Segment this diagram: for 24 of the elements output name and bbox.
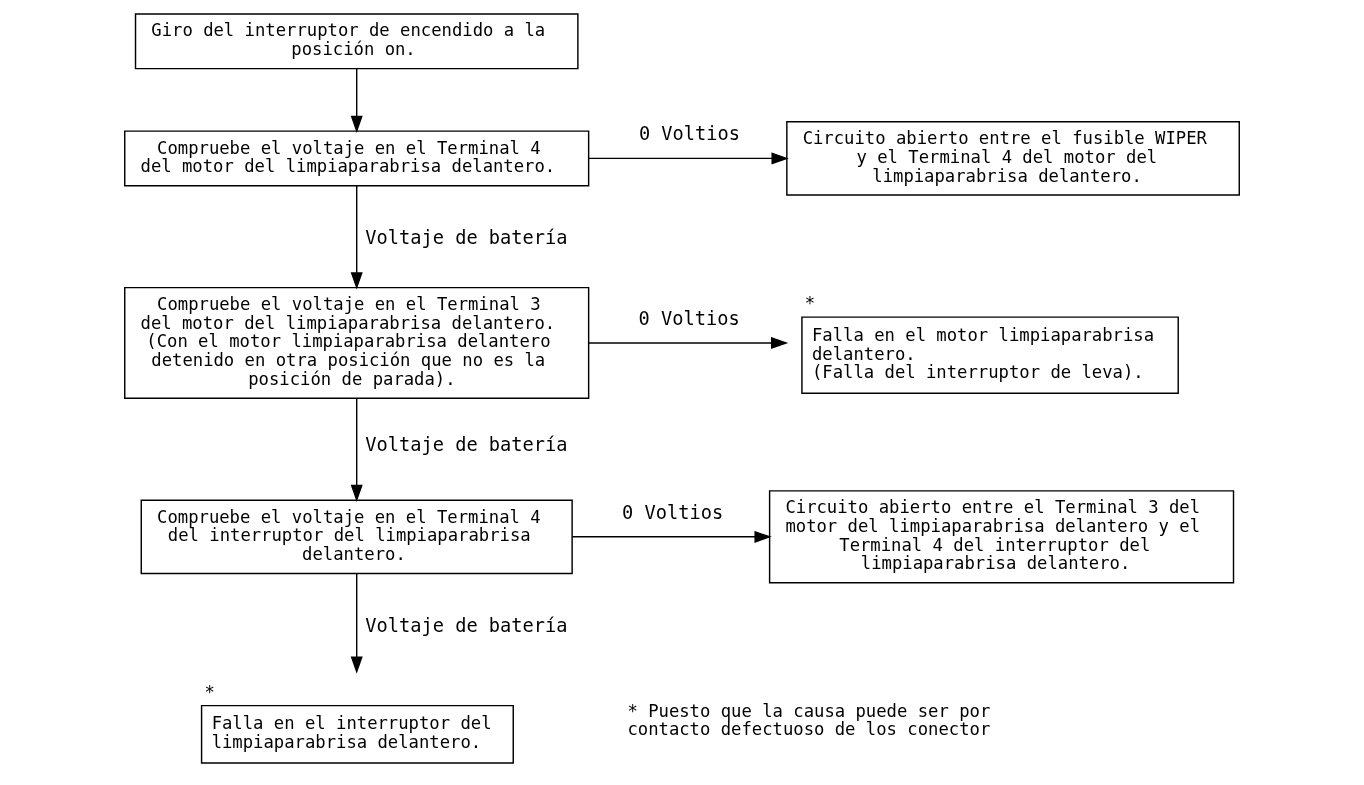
edge-label: 0 Voltios [638, 123, 741, 145]
arrow [350, 67, 363, 133]
edge-label: Voltaje de batería [365, 227, 568, 249]
node-box: Giro del interruptor de encendido a la posición on. [134, 13, 579, 70]
node-box: Compruebe el voltaje en el Terminal 3 del motor del limpiaparabrisa delantero. (Con el motor limpiaparabrisa delantero detenido en otra posición que no es la posición de parada). [124, 286, 590, 399]
arrow [350, 397, 363, 502]
arrow [588, 336, 789, 349]
node-label: * [204, 681, 215, 702]
node-box: Falla en el interruptor del limpiaparabrisa delantero. [200, 704, 514, 764]
node-box: Compruebe el voltaje en el Terminal 4 del interruptor del limpiaparabrisa delantero. [140, 499, 573, 575]
edge-label: Voltaje de batería [365, 615, 568, 637]
arrow [350, 185, 363, 290]
edge-label: Voltaje de batería [365, 434, 568, 456]
node-box: Circuito abierto entre el fusible WIPER y el Terminal 4 del motor del limpiaparabrisa delantero. [786, 121, 1240, 196]
label: * Puesto que la causa puede ser por contacto defectuoso de los conector [627, 700, 991, 740]
edge-label: 0 Voltios [638, 307, 740, 329]
node-label: * [804, 293, 816, 314]
arrow [588, 152, 789, 165]
arrow [350, 573, 363, 674]
node-box: Falla en el motor limpiaparabrisa delantero. (Falla del interruptor de leva). [801, 316, 1179, 394]
arrow [571, 530, 772, 543]
edge-label: 0 Voltios [622, 501, 724, 523]
node-box: Compruebe el voltaje en el Terminal 4 del motor del limpiaparabrisa delantero. [124, 130, 590, 187]
node-box: Circuito abierto entre el Terminal 3 del motor del limpiaparabrisa delantero y el Terminal 4 del interruptor del limpiaparabrisa delantero. [768, 490, 1235, 584]
